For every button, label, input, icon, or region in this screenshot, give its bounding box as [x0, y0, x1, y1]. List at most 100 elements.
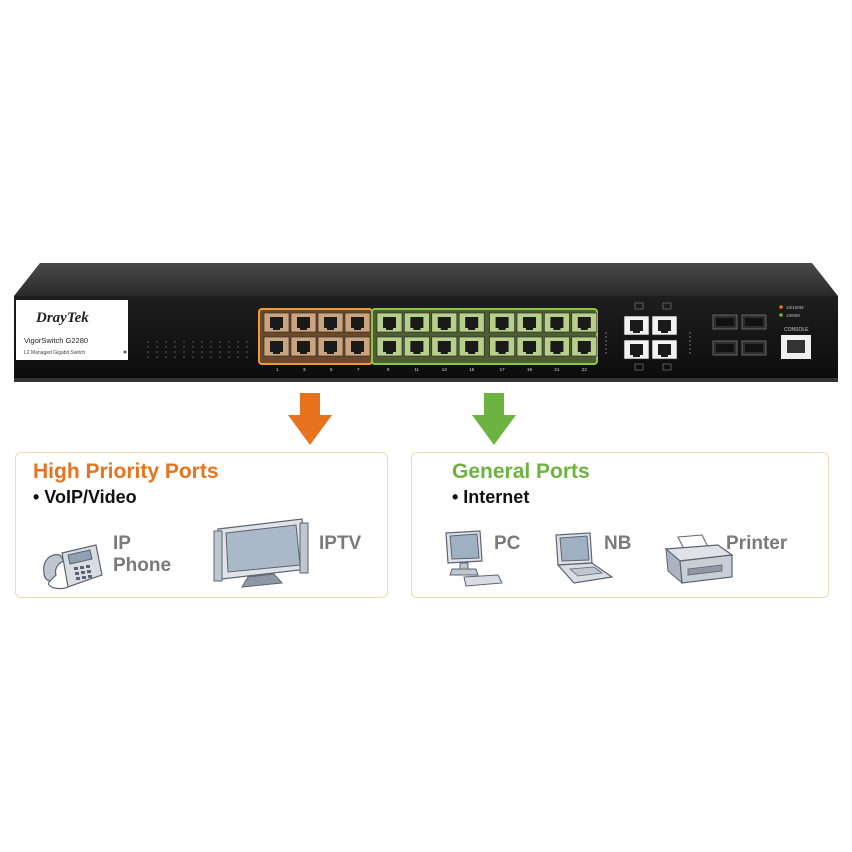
high-priority-bullet: • VoIP/Video [33, 487, 137, 507]
printer-icon [664, 534, 734, 585]
status-led [182, 340, 186, 344]
port-number: 13 [442, 367, 448, 372]
desktop-pc-icon [445, 530, 503, 587]
port-number: 11 [414, 367, 419, 372]
status-led [209, 350, 213, 354]
ip-phone-icon [43, 544, 103, 590]
status-led [209, 355, 213, 359]
status-led [182, 355, 186, 359]
console-label: CONSOLE [784, 327, 809, 333]
printer-label: Printer [726, 533, 788, 554]
green-arrow-icon [472, 393, 516, 445]
status-led [236, 355, 240, 359]
status-led [245, 355, 249, 359]
status-led [146, 340, 150, 344]
tv-icon [213, 518, 309, 588]
status-led [605, 352, 607, 354]
port-number: 15 [469, 367, 475, 372]
iptv-label: IPTV [319, 533, 362, 554]
status-led [209, 340, 213, 344]
port-number: 7 [357, 367, 360, 372]
status-led [689, 348, 691, 350]
status-led [191, 355, 195, 359]
status-led [245, 340, 249, 344]
status-led [689, 336, 691, 338]
port-marker [634, 363, 644, 371]
status-led [200, 355, 204, 359]
status-led [155, 355, 159, 359]
status-led [146, 345, 150, 349]
status-led [605, 348, 607, 350]
status-led [182, 345, 186, 349]
port-number: 1 [276, 367, 279, 372]
combo-ports [605, 302, 691, 371]
status-led [227, 350, 231, 354]
status-led [605, 332, 607, 334]
general-panel: General Ports • Internet PC NB Printer [411, 452, 829, 598]
status-led [155, 345, 159, 349]
status-led [173, 345, 177, 349]
status-led [218, 350, 222, 354]
orange-arrow-icon [288, 393, 332, 445]
high-priority-ports [263, 312, 371, 357]
status-led [245, 345, 249, 349]
status-led [200, 345, 204, 349]
brand-logo: DrayTek [35, 310, 89, 326]
status-led [191, 345, 195, 349]
network-switch: DrayTek VigorSwitch G2280 L2 Managed Gig… [14, 263, 838, 382]
status-led [155, 350, 159, 354]
brand-plate [16, 300, 128, 360]
power-led [123, 350, 127, 354]
port-number: 3 [303, 367, 306, 372]
status-led [218, 355, 222, 359]
status-led [218, 345, 222, 349]
status-led [200, 350, 204, 354]
nb-label: NB [604, 533, 632, 554]
status-led [164, 345, 168, 349]
status-led [191, 340, 195, 344]
status-led [605, 344, 607, 346]
status-led [146, 350, 150, 354]
led-legend-1: 10/100M [786, 305, 804, 310]
status-led [173, 350, 177, 354]
status-led [191, 350, 195, 354]
status-led [164, 340, 168, 344]
status-led [689, 352, 691, 354]
general-bullet: • Internet [452, 487, 530, 507]
model-subtitle: L2 Managed Gigabit Switch [24, 350, 85, 356]
status-led [236, 345, 240, 349]
status-led [245, 350, 249, 354]
sfp-ports [712, 314, 767, 356]
status-led [164, 355, 168, 359]
port-marker [634, 302, 644, 310]
general-title: General Ports [452, 460, 590, 483]
status-led [236, 350, 240, 354]
ip-phone-label: IP Phone [113, 533, 172, 576]
status-led [689, 332, 691, 334]
pc-label: PC [494, 533, 521, 554]
status-led [605, 336, 607, 338]
port-number: 23 [582, 367, 588, 372]
status-led [200, 340, 204, 344]
status-led [173, 340, 177, 344]
status-led [218, 340, 222, 344]
high-priority-title: High Priority Ports [33, 460, 219, 483]
status-led [173, 355, 177, 359]
model-name: VigorSwitch G2280 [24, 336, 88, 345]
status-led [146, 355, 150, 359]
status-led [227, 355, 231, 359]
status-led [209, 345, 213, 349]
status-led [164, 350, 168, 354]
status-leds [123, 340, 249, 359]
high-priority-panel: High Priority Ports • VoIP/Video IP Phon… [15, 452, 388, 598]
port-marker [662, 363, 672, 371]
port-number: 9 [387, 367, 390, 372]
status-led [605, 340, 607, 342]
port-number: 19 [527, 367, 533, 372]
status-led [182, 350, 186, 354]
led-legend-2: 1000M [786, 313, 800, 318]
status-led [227, 340, 231, 344]
port-number: 5 [330, 367, 333, 372]
port-number: 21 [554, 367, 560, 372]
